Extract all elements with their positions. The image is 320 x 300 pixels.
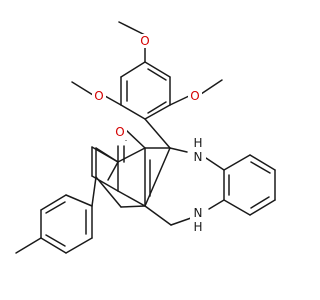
nh-nitrogen-lower: N <box>194 206 203 220</box>
methoxy-oxygen-top: O <box>140 34 149 48</box>
atom-labels: O O O O H N N H <box>92 34 206 234</box>
molecule-structure: O O O O H N N H <box>15 21 276 254</box>
diazepine-ring <box>144 147 225 226</box>
cyclohexenone-ring-fused <box>95 129 171 208</box>
benzo-ring <box>223 154 276 216</box>
methoxy-groups <box>71 21 223 106</box>
methoxy-oxygen-left: O <box>94 89 103 103</box>
aryl-link-bond <box>144 118 171 149</box>
trimethoxyphenyl-ring <box>120 61 171 120</box>
nh-nitrogen-upper: N <box>194 150 203 164</box>
methoxy-oxygen-right: O <box>190 89 199 103</box>
ketone-oxygen: O <box>115 125 124 139</box>
nh-hydrogen-lower: H <box>193 220 202 234</box>
tolyl-group <box>15 176 97 254</box>
ketone-group <box>117 145 125 163</box>
molecule-canvas: O O O O H N N H <box>15 21 276 254</box>
nh-hydrogen-upper: H <box>193 136 202 150</box>
